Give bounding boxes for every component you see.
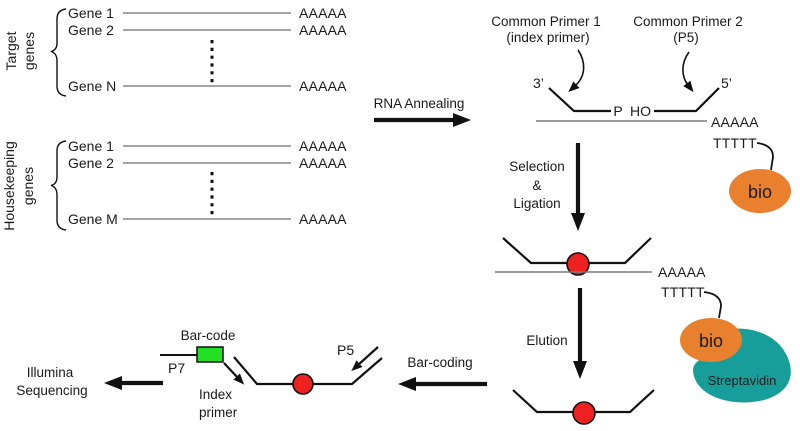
common-primer1-label-line1: Common Primer 1 (491, 14, 601, 29)
bar-code-block (196, 346, 224, 363)
bar-code-label: Bar-code (181, 328, 236, 343)
illumina-label-line2: Sequencing (16, 383, 87, 398)
curved-pointer-arrow-icon (682, 51, 694, 93)
p7-label: P7 (168, 360, 185, 376)
ligation-junction-circle (566, 252, 590, 276)
illumina-label-line1: Illumina (27, 365, 74, 380)
biotin-linker (703, 291, 722, 319)
biotin-label: bio (748, 182, 772, 202)
ligation-junction-circle (292, 373, 314, 395)
selection-ligation-step: Selection & Ligation (509, 143, 585, 231)
bar-coding-step: Bar-coding (398, 355, 487, 391)
rna-annealing-label: RNA Annealing (374, 96, 465, 111)
gene-row-label: Gene 1 (68, 5, 114, 21)
illumina-sequencing-step: Illumina Sequencing (16, 365, 163, 398)
streptavidin-label: Streptavidin (708, 373, 777, 388)
ligated-complex: AAAAA TTTTT (495, 237, 706, 300)
curved-pointer-arrow-icon (568, 49, 585, 93)
phosphate-label: P (613, 103, 622, 119)
poly-a-tail: AAAAA (299, 22, 347, 38)
common-primer2-label-line2: (P5) (673, 30, 699, 45)
p5-primer-arrow-icon (351, 346, 379, 372)
bar-coding-label: Bar-coding (407, 355, 472, 370)
poly-t-probe: TTTTT (713, 135, 757, 151)
gene-row-label: Gene N (68, 78, 116, 94)
housekeeping-group-label-line1: Housekeeping (1, 141, 17, 231)
p5-label: P5 (337, 342, 354, 358)
selection-label-line3: Ligation (513, 196, 560, 211)
ligation-junction-circle (572, 401, 596, 425)
target-group-label-line1: Target (3, 31, 19, 70)
eluted-product (512, 389, 655, 425)
poly-a-tail: AAAAA (299, 138, 347, 154)
gene-row-label: Gene 2 (68, 155, 114, 171)
housekeeping-group-brace (50, 140, 67, 231)
poly-a-tail: AAAAA (299, 5, 347, 21)
index-primer-label-line2: primer (199, 405, 238, 420)
index-primer-arrow-icon (223, 362, 245, 385)
poly-a-tail: AAAAA (711, 114, 759, 130)
index-primer-strand (548, 87, 611, 113)
biotin-linker (756, 142, 774, 171)
rna-annealing-step: RNA Annealing (374, 96, 471, 127)
annealing-complex: Common Primer 1 (index primer) Common Pr… (491, 14, 791, 213)
elution-step: Elution (526, 288, 587, 379)
five-prime-label: 5’ (721, 75, 732, 91)
poly-a-tail: AAAAA (299, 78, 347, 94)
target-genes-group: Target genes Gene 1 AAAAA Gene 2 AAAAA G… (3, 5, 347, 97)
poly-a-tail: AAAAA (658, 264, 706, 280)
poly-a-tail: AAAAA (299, 211, 347, 227)
common-primer1-label-line2: (index primer) (506, 30, 589, 45)
biotin-label: bio (699, 331, 723, 351)
elution-label: Elution (526, 333, 567, 348)
common-primer2-label-line1: Common Primer 2 (633, 14, 743, 29)
housekeeping-group-label-line2: genes (20, 167, 36, 205)
gene-row-label: Gene M (68, 211, 118, 227)
biotin-blob (729, 169, 791, 213)
target-group-brace (50, 8, 67, 97)
poly-t-probe: TTTTT (661, 284, 705, 300)
p5-primer-strand (654, 87, 720, 113)
barcoded-product: Bar-code P7 P5 Index primer (160, 328, 383, 420)
hydroxyl-label: HO (630, 103, 651, 119)
gene-row-label: Gene 1 (68, 138, 114, 154)
three-prime-label: 3’ (533, 75, 544, 91)
streptavidin-capture: bio Streptavidin (680, 291, 791, 403)
gene-row-label: Gene 2 (68, 22, 114, 38)
target-group-label-line2: genes (21, 32, 37, 70)
biotin-blob (680, 318, 742, 362)
selection-label-line2: & (532, 178, 541, 193)
housekeeping-genes-group: Housekeeping genes Gene 1 AAAAA Gene 2 A… (1, 138, 347, 231)
index-primer-label-line1: Index (199, 387, 232, 402)
selection-label-line1: Selection (509, 159, 565, 174)
poly-a-tail: AAAAA (299, 155, 347, 171)
